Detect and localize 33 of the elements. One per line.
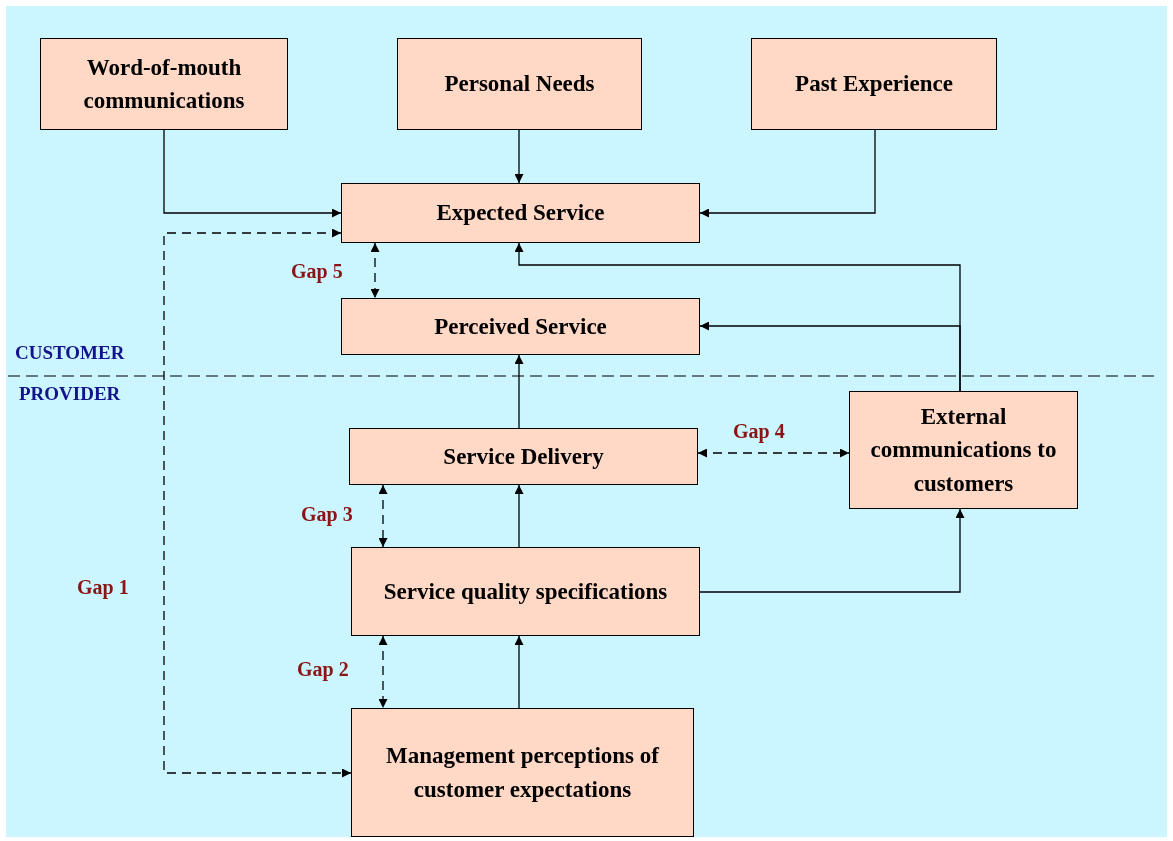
dashed-arrow — [697, 448, 850, 458]
process-box — [351, 547, 700, 636]
arrow — [514, 354, 524, 429]
dashed-arrow — [378, 635, 388, 709]
arrow — [514, 129, 524, 184]
process-box — [349, 428, 698, 485]
process-box — [40, 38, 288, 130]
zone-label: CUSTOMER — [15, 342, 125, 364]
arrow — [699, 321, 961, 392]
arrow — [514, 484, 524, 548]
process-box — [751, 38, 997, 130]
box-label: External communications to customers — [869, 403, 1058, 498]
box-label: Management perceptions of customer expectations — [385, 742, 660, 804]
box-label: Past Experience — [795, 70, 953, 99]
box-label: Expected Service — [436, 199, 605, 228]
process-box — [397, 38, 642, 130]
process-box — [341, 298, 700, 355]
arrow — [514, 635, 524, 709]
process-box — [351, 708, 694, 837]
dashed-arrow — [370, 242, 380, 299]
dashed-arrow — [378, 484, 388, 548]
box-label: Service quality specifications — [383, 577, 668, 606]
arrow — [699, 129, 876, 218]
box-label: Service Delivery — [443, 442, 604, 471]
arrow — [699, 508, 965, 593]
dashed-arrow — [163, 228, 352, 778]
box-label: Personal Needs — [444, 70, 595, 99]
process-box — [341, 183, 700, 243]
box-label: Word-of-mouth communications — [82, 53, 246, 115]
box-label: Perceived Service — [434, 312, 607, 341]
zone-label: PROVIDER — [19, 383, 121, 405]
arrow — [163, 129, 342, 218]
process-box — [849, 391, 1078, 509]
